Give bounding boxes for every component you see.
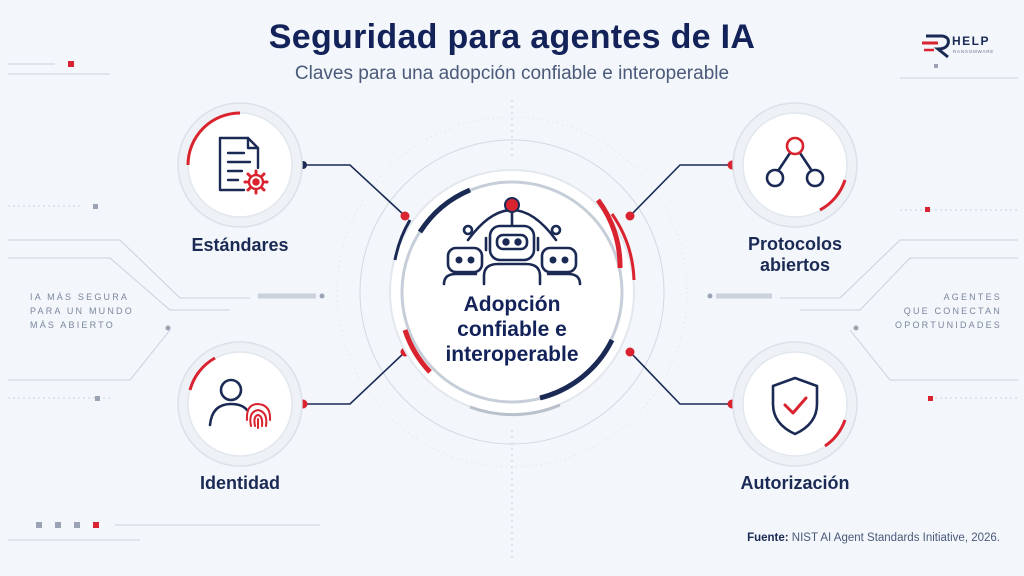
source-text: NIST AI Agent Standards Initiative, 2026…	[791, 532, 1000, 544]
connectors	[303, 164, 732, 405]
gear-icon	[243, 169, 269, 195]
decor-lines	[8, 63, 1018, 560]
connector-standards	[303, 164, 406, 217]
side-left-line-3: MÁS ABIERTO	[30, 320, 115, 330]
connector-identity	[303, 351, 406, 405]
center-label-line-3: interoperable	[445, 343, 579, 366]
node-label-identity: Identidad	[200, 473, 280, 493]
page-subtitle: Claves para una adopción confiable e int…	[294, 63, 730, 84]
center-label-line-2: confiable e	[457, 318, 567, 341]
logo-r-icon	[922, 34, 950, 59]
center-label-line-1: Adopción	[463, 293, 561, 316]
shield-check-icon	[771, 376, 819, 436]
brand-logo: HELP RANSOMWARE	[922, 30, 1002, 60]
connector-protocols	[629, 164, 732, 217]
side-right-line-3: OPORTUNIDADES	[895, 320, 1002, 330]
side-right-line-2: QUE CONECTAN	[903, 306, 1002, 316]
user-icon	[208, 378, 249, 427]
network-nodes-icon	[765, 136, 825, 188]
node-label-protocols-line-1: Protocolos	[747, 234, 842, 254]
logo-word: HELP	[952, 34, 991, 48]
logo-subword: RANSOMWARE	[953, 49, 995, 54]
center-label: Adopción confiable e interoperable	[402, 292, 622, 367]
source-note: Fuente: NIST AI Agent Standards Initiati…	[747, 532, 1000, 544]
node-standards-circle	[177, 102, 303, 228]
center-halos	[336, 116, 688, 468]
side-left-line-1: IA MÁS SEGURA	[30, 292, 130, 302]
node-authorization-circle	[732, 341, 858, 467]
document-gear-icon	[218, 136, 260, 192]
robots-icon	[442, 208, 582, 286]
page-title: Seguridad para agentes de IA	[268, 18, 756, 56]
side-text-right: AGENTES QUE CONECTAN OPORTUNIDADES	[895, 290, 1002, 332]
node-label-protocols: Protocolos abiertos	[710, 234, 880, 276]
robot-antenna-dot	[504, 197, 520, 213]
node-protocols-circle	[732, 102, 858, 228]
side-left-line-2: PARA UN MUNDO	[30, 306, 134, 316]
node-label-protocols-line-2: abiertos	[759, 255, 831, 275]
fingerprint-icon	[245, 402, 272, 429]
center-hub	[389, 169, 636, 417]
side-right-line-1: AGENTES	[943, 292, 1002, 302]
node-label-standards: Estándares	[191, 235, 289, 255]
source-label: Fuente:	[747, 532, 789, 544]
side-text-left: IA MÁS SEGURA PARA UN MUNDO MÁS ABIERTO	[30, 290, 134, 332]
decor-dots	[36, 61, 938, 528]
node-label-authorization: Autorización	[740, 473, 850, 493]
connector-authorization	[629, 351, 732, 405]
